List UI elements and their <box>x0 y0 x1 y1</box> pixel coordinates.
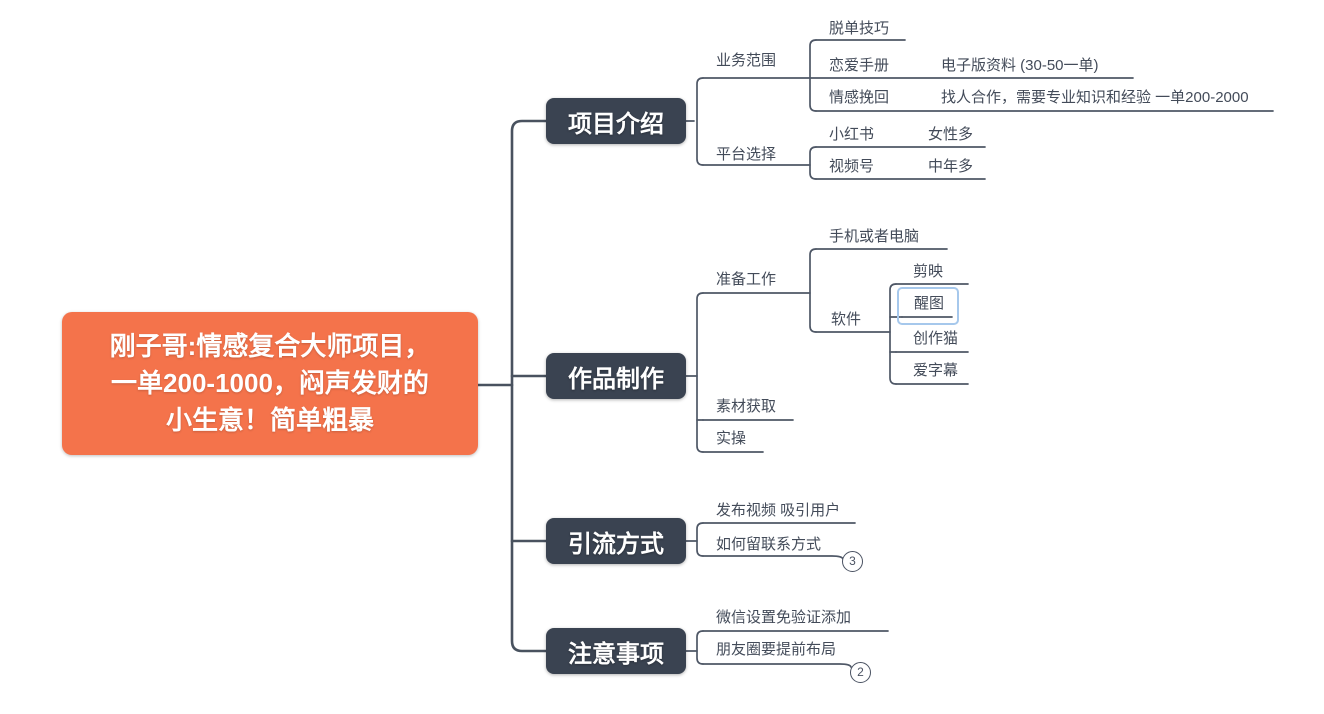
branch-content-making[interactable]: 作品制作 <box>546 353 686 399</box>
collapsed-count-badge[interactable]: 3 <box>842 551 863 572</box>
node-video-account-note[interactable]: 中年多 <box>928 158 974 175</box>
root-topic-line: 小生意！简单粗暴 <box>165 405 374 435</box>
node-emotion-recovery-note[interactable]: 找人合作，需要专业知识和经验 一单200-2000 <box>941 89 1249 106</box>
node-jianying[interactable]: 剪映 <box>913 263 944 280</box>
node-platform-choice[interactable]: 平台选择 <box>716 146 777 163</box>
node-love-manual[interactable]: 恋爱手册 <box>829 57 890 74</box>
node-single-skills[interactable]: 脱单技巧 <box>829 20 890 37</box>
node-wechat-no-verify[interactable]: 微信设置免验证添加 <box>716 609 852 626</box>
node-publish-videos[interactable]: 发布视频 吸引用户 <box>716 502 841 519</box>
node-preparation[interactable]: 准备工作 <box>716 271 777 288</box>
node-leave-contact[interactable]: 如何留联系方式 <box>716 536 822 553</box>
node-aizimu[interactable]: 爱字幕 <box>913 362 959 379</box>
node-practice[interactable]: 实操 <box>716 430 747 447</box>
node-chuangzuomao[interactable]: 创作猫 <box>913 330 959 347</box>
node-software[interactable]: 软件 <box>831 311 862 328</box>
node-emotion-recovery[interactable]: 情感挽回 <box>829 89 890 106</box>
root-topic[interactable]: 刚子哥:情感复合大师项目， 一单200-1000，闷声发财的 小生意！简单粗暴 <box>62 312 478 455</box>
root-topic-line: 刚子哥:情感复合大师项目， <box>109 331 431 361</box>
node-phone-or-pc[interactable]: 手机或者电脑 <box>829 228 920 245</box>
node-material-gathering[interactable]: 素材获取 <box>716 398 777 415</box>
branch-precautions[interactable]: 注意事项 <box>546 628 686 674</box>
node-business-scope[interactable]: 业务范围 <box>716 52 777 69</box>
selected-node-outline <box>897 287 959 325</box>
node-xiaohongshu-note[interactable]: 女性多 <box>928 126 974 143</box>
node-love-manual-note[interactable]: 电子版资料 (30-50一单) <box>941 57 1099 74</box>
root-topic-line: 一单200-1000，闷声发财的 <box>111 368 429 398</box>
node-video-account[interactable]: 视频号 <box>829 158 875 175</box>
branch-traffic-method[interactable]: 引流方式 <box>546 518 686 564</box>
branch-project-intro[interactable]: 项目介绍 <box>546 98 686 144</box>
collapsed-count-badge[interactable]: 2 <box>850 662 871 683</box>
node-moments-layout[interactable]: 朋友圈要提前布局 <box>716 641 837 658</box>
node-xingtu-selected[interactable]: 醒图 <box>914 295 945 312</box>
node-xiaohongshu[interactable]: 小红书 <box>829 126 875 143</box>
